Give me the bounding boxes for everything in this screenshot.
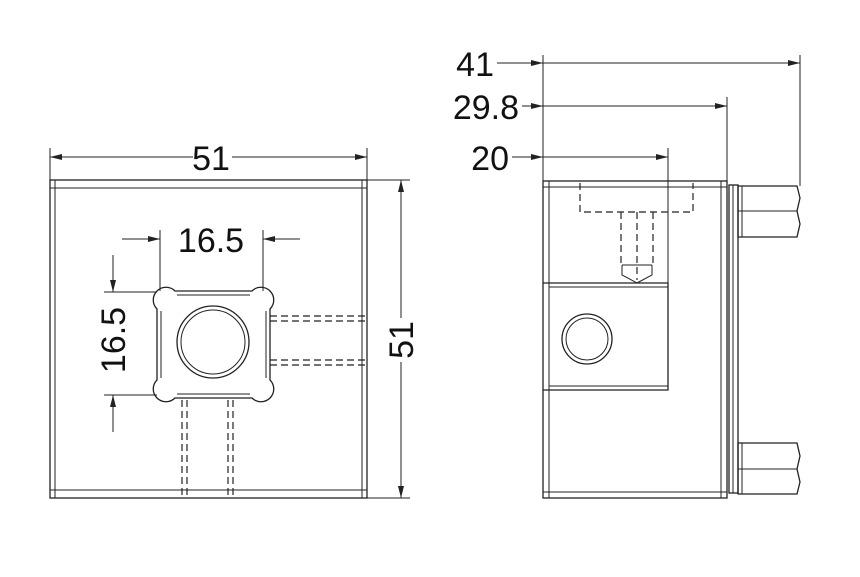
slot-width-dimension: 20: [471, 140, 509, 178]
side-body-outline: [542, 180, 728, 499]
body-width-dimension: 29.8: [453, 89, 519, 127]
width-dimension: 51: [192, 140, 230, 178]
hidden-tapped-hole: [579, 183, 694, 284]
side-view: 41 29.8 20: [453, 46, 801, 499]
front-body-outline: [49, 179, 368, 499]
height-dimension: 51: [383, 321, 421, 359]
bolt-top: [737, 185, 801, 238]
bore-circle: [176, 305, 250, 379]
square-hole: [152, 286, 275, 403]
hole-width-dimension: 16.5: [178, 222, 244, 260]
hidden-lines: [181, 315, 367, 498]
overall-width-dimension: 41: [456, 46, 494, 84]
side-bore-circle: [561, 313, 613, 365]
front-view: 51 16.5 16.5 51: [49, 140, 421, 499]
bolt-bottom: [737, 442, 801, 495]
hole-height-dimension: 16.5: [95, 307, 133, 373]
slot: [543, 282, 669, 391]
